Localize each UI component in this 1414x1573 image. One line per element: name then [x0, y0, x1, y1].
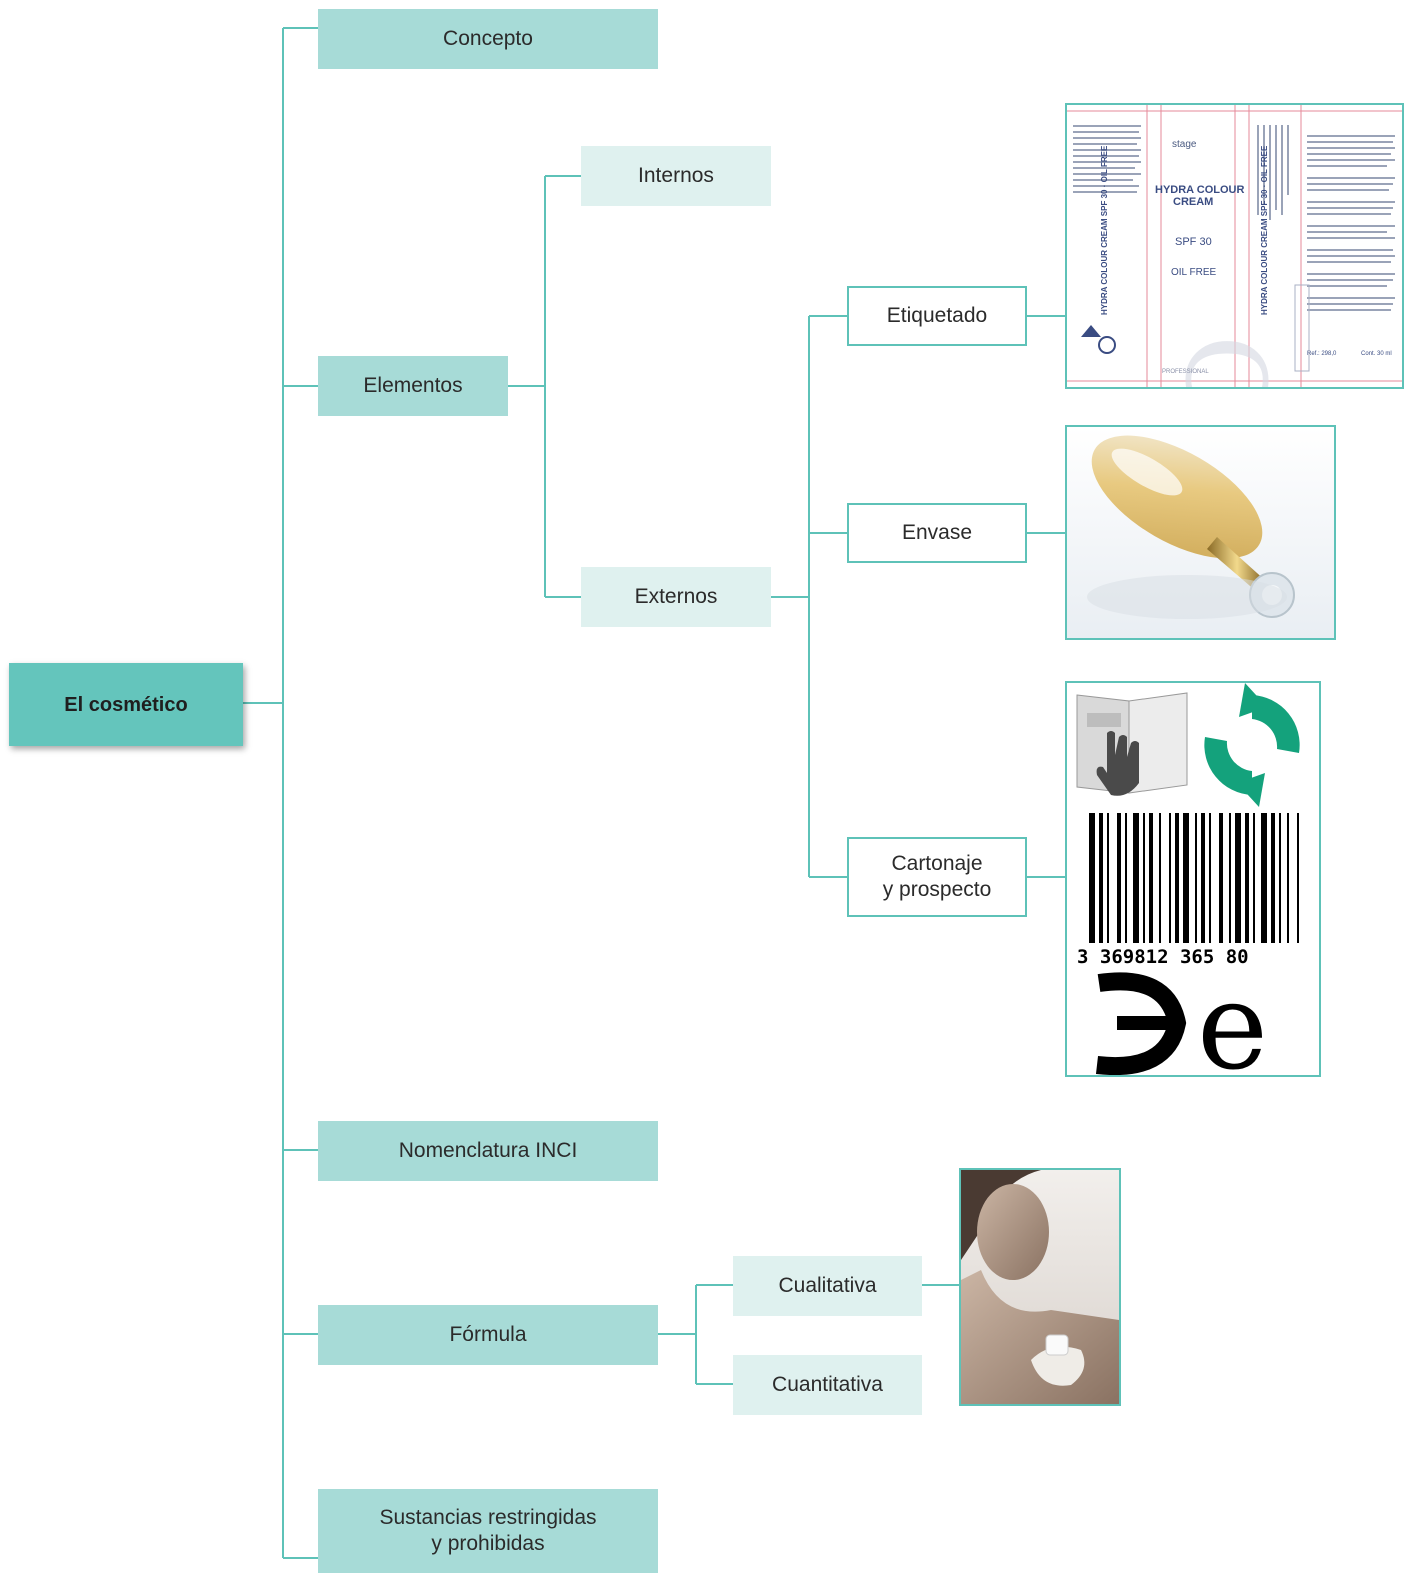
envase-image [1065, 425, 1336, 640]
node-cartonaje-label: Cartonaje y prospecto [882, 852, 992, 901]
barcode-bar [1287, 813, 1289, 943]
barcode-bar [1175, 813, 1179, 943]
cartonaje-image: 3 369812 365 80 e [1065, 681, 1321, 1077]
node-cualitativa-label: Cualitativa [778, 1274, 877, 1297]
node-etiquetado-label: Etiquetado [886, 304, 988, 327]
node-sustancias[interactable]: Sustancias restringidas y prohibidas [318, 1489, 658, 1573]
node-nomenclatura-label: Nomenclatura INCI [398, 1139, 578, 1162]
read-manual-icon [1076, 692, 1188, 796]
node-concepto-label: Concepto [443, 27, 533, 50]
node-cuantitativa-label: Cuantitativa [772, 1373, 883, 1396]
barcode-bar [1271, 813, 1275, 943]
barcode-bar [1261, 813, 1267, 943]
barcode-bar [1133, 813, 1139, 943]
node-externos[interactable]: Externos [581, 567, 771, 627]
node-internos[interactable]: Internos [581, 146, 771, 206]
node-cualitativa[interactable]: Cualitativa [733, 1256, 922, 1316]
barcode-digits: 3 369812 365 80 [1077, 946, 1249, 968]
barcode-bar [1201, 813, 1205, 943]
root-node[interactable]: El cosmético [9, 663, 243, 746]
woman-photo [959, 1168, 1121, 1406]
barcode-bar [1125, 813, 1127, 943]
node-formula[interactable]: Fórmula [318, 1305, 658, 1365]
node-elementos[interactable]: Elementos [318, 356, 508, 416]
label-big-word: CREAM [1161, 335, 1289, 387]
node-elementos-label: Elementos [363, 374, 463, 397]
barcode-bar [1229, 813, 1231, 943]
node-etiquetado[interactable]: Etiquetado [847, 286, 1027, 346]
node-nomenclatura[interactable]: Nomenclatura INCI [318, 1121, 658, 1181]
barcode-bar [1089, 813, 1095, 943]
barcode-bar [1159, 813, 1161, 943]
label-ref: Ref.: 298,0 [1307, 351, 1337, 357]
barcode-bar [1297, 813, 1299, 943]
estimated-sign-icon: e [1095, 958, 1268, 1075]
node-sustancias-label: Sustancias restringidas y prohibidas [379, 1506, 597, 1555]
node-internos-label: Internos [638, 164, 714, 187]
label-cont: Cont. 30 ml [1361, 351, 1392, 357]
label-side-left: HYDRA COLOUR CREAM SPF 30 · OIL FREE [1100, 145, 1109, 315]
barcode-bar [1209, 813, 1211, 943]
label-oilfree: OIL FREE [1171, 267, 1217, 278]
barcode-bar [1235, 813, 1241, 943]
barcode-bars [1089, 813, 1299, 943]
label-spf: SPF 30 [1175, 236, 1212, 248]
barcode-bar [1253, 813, 1255, 943]
barcode-bar [1219, 813, 1223, 943]
label-product2: CREAM [1173, 196, 1213, 208]
label-image: CREAM stage HYDRA COLOUR CREAM SPF 30 OI… [1065, 103, 1404, 389]
barcode-bar [1117, 813, 1121, 943]
node-envase-label: Envase [901, 521, 973, 544]
green-dot-icon [1200, 683, 1304, 807]
node-formula-label: Fórmula [449, 1323, 527, 1346]
label-professional: PROFESSIONAL [1162, 369, 1209, 375]
barcode-bar [1183, 813, 1189, 943]
barcode-bar [1107, 813, 1109, 943]
label-side-right: HYDRA COLOUR CREAM SPF 30 · OIL FREE [1260, 145, 1269, 315]
barcode-bar [1169, 813, 1171, 943]
barcode-bar [1245, 813, 1249, 943]
node-cuantitativa[interactable]: Cuantitativa [733, 1355, 922, 1415]
node-envase[interactable]: Envase [847, 503, 1027, 563]
barcode-bar [1195, 813, 1197, 943]
barcode-bar [1099, 813, 1103, 943]
barcode-bar [1279, 813, 1281, 943]
label-brand: stage [1172, 139, 1197, 150]
node-externos-label: Externos [634, 585, 718, 608]
node-concepto[interactable]: Concepto [318, 9, 658, 69]
barcode-bar [1149, 813, 1153, 943]
barcode-bar [1143, 813, 1145, 943]
root-label: El cosmético [64, 693, 188, 716]
node-cartonaje[interactable]: Cartonaje y prospecto [847, 837, 1027, 917]
svg-text:e: e [1197, 958, 1268, 1075]
label-product: HYDRA COLOUR [1155, 184, 1244, 196]
